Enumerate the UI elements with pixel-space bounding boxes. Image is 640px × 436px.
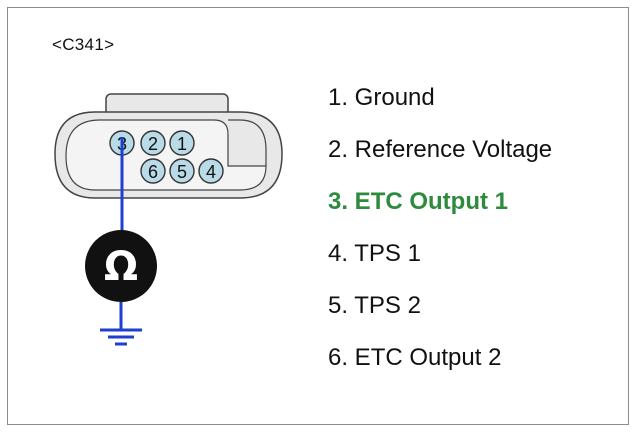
ohmmeter-icon: Ω: [85, 230, 157, 302]
diagram-frame: [7, 7, 629, 425]
pin-5-number: 5: [177, 162, 187, 182]
pin-4: 4: [198, 158, 224, 184]
pin-6-number: 6: [148, 162, 158, 182]
pin-description-5: 5. TPS 2: [328, 292, 421, 319]
connector-label: <C341>: [52, 35, 115, 54]
pin-4-number: 4: [206, 162, 216, 182]
ground-icon: [100, 328, 142, 346]
pin-1: 1: [169, 130, 195, 156]
pin-2: 2: [140, 130, 166, 156]
pin-1-number: 1: [177, 134, 187, 154]
pin-6: 6: [140, 158, 166, 184]
pin-2-number: 2: [148, 134, 158, 154]
pin-description-2: 2. Reference Voltage: [328, 136, 553, 163]
pin-description-list: 1. Ground 2. Reference Voltage 3. ETC Ou…: [328, 80, 552, 392]
pin-description-6: 6. ETC Output 2: [328, 344, 502, 371]
ohm-symbol: Ω: [104, 244, 138, 290]
pin-description-4: 4. TPS 1: [328, 240, 421, 267]
pin-description-1: 1. Ground: [328, 84, 435, 111]
connector-housing: [54, 93, 283, 199]
pin-description-3: 3. ETC Output 1: [328, 188, 508, 215]
pin-5: 5: [169, 158, 195, 184]
